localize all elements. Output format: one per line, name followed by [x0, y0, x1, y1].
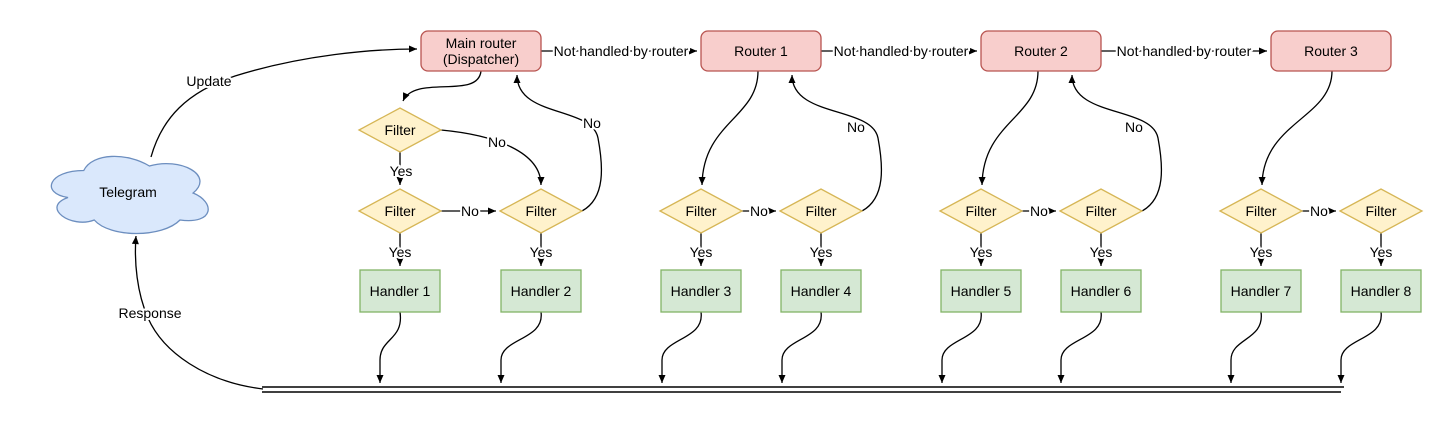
router-1-node [700, 30, 822, 72]
main-router-node [420, 30, 542, 72]
yes-label-filter4: Yes [810, 244, 833, 260]
handler-1-node [359, 269, 441, 313]
filter6-no-return-arrow [1068, 74, 1163, 212]
handler-3-label: Handler 3 [671, 283, 732, 299]
filter-4-label: Filter [805, 203, 836, 219]
handler-7-label: Handler 7 [1231, 283, 1292, 299]
filter-6-label: Filter [1085, 203, 1116, 219]
handler-6-node [1060, 269, 1142, 313]
main-router-label-line1: Main router [446, 35, 517, 51]
router-2-label: Router 2 [1014, 43, 1068, 59]
yes-label-filter1: Yes [389, 244, 412, 260]
handler4-to-bus-arrow [778, 311, 822, 383]
filter2-no-return-arrow [513, 74, 603, 212]
filter-3-label: Filter [685, 203, 716, 219]
filter-diamond-5 [938, 188, 1024, 234]
router-3-label: Router 3 [1304, 43, 1358, 59]
edge-labels: Update Response Not handled by router No… [116, 41, 1394, 323]
no-label-filter0-to-filter2: No [488, 134, 506, 150]
handler8-to-bus-arrow [1337, 311, 1382, 383]
router1-to-filter-arrow [698, 70, 759, 186]
handler-5-node [940, 269, 1022, 313]
handler5-to-bus-arrow [938, 311, 982, 383]
handler-4-label: Handler 4 [791, 283, 852, 299]
main-router-label-line2: (Dispatcher) [443, 51, 519, 67]
filter-diamond-0 [357, 107, 443, 153]
nodes: Telegram Main router (Dispatcher) Router… [50, 30, 1424, 313]
router-3-node [1270, 30, 1392, 72]
yes-label-filter7: Yes [1250, 244, 1273, 260]
router-2-node [980, 30, 1102, 72]
yes-label-filter3: Yes [690, 244, 713, 260]
filter-8-label: Filter [1365, 203, 1396, 219]
filter-diamond-8 [1338, 188, 1424, 234]
handler-7-node [1220, 269, 1302, 313]
handler1-to-bus-arrow [376, 311, 402, 383]
yes-label-filter6: Yes [1090, 244, 1113, 260]
handler3-to-bus-arrow [658, 311, 702, 383]
filter-diamond-2 [498, 188, 584, 234]
update-label: Update [186, 73, 231, 89]
no-label-filter5-to-filter6: No [1030, 203, 1048, 219]
filter-diamond-1 [357, 188, 443, 234]
response-label: Response [118, 305, 181, 321]
handler-8-label: Handler 8 [1351, 283, 1412, 299]
filter-7-label: Filter [1245, 203, 1276, 219]
handler-3-node [660, 269, 742, 313]
not-handled-label-3: Not handled by router [1117, 43, 1252, 59]
response-arrow [131, 235, 264, 390]
handler-1-label: Handler 1 [370, 283, 431, 299]
handler-5-label: Handler 5 [951, 283, 1012, 299]
no-label-filter3-to-filter4: No [750, 203, 768, 219]
yes-label-filter8: Yes [1370, 244, 1393, 260]
router-1-label: Router 1 [734, 43, 788, 59]
not-handled-label-1: Not handled by router [554, 43, 689, 59]
response-bus [262, 386, 1344, 393]
update-arrow [150, 45, 418, 158]
not-handled-label-2: Not handled by router [834, 43, 969, 59]
filter4-no-return-arrow [788, 74, 883, 212]
yes-label-filter5: Yes [970, 244, 993, 260]
yes-label-filter0: Yes [390, 163, 413, 179]
router2-to-filter-arrow [978, 70, 1039, 186]
filter-diamond-7 [1218, 188, 1304, 234]
telegram-cloud [50, 155, 209, 235]
filter-2-label: Filter [525, 203, 556, 219]
handler-2-label: Handler 2 [511, 283, 572, 299]
filter-0-label: Filter [384, 122, 415, 138]
filter-1-label: Filter [384, 203, 415, 219]
no-label-filter2-return: No [583, 115, 601, 131]
no-label-filter7-to-filter8: No [1310, 203, 1328, 219]
handler-2-node [500, 269, 582, 313]
telegram-cloud-label: Telegram [99, 184, 157, 200]
edges [131, 45, 1385, 393]
handler6-to-bus-arrow [1057, 311, 1102, 383]
no-label-filter1-to-filter2: No [461, 203, 479, 219]
handler-8-node [1340, 269, 1422, 313]
handler7-to-bus-arrow [1227, 311, 1262, 383]
filter0-no-arrow [440, 129, 545, 186]
main-router-to-filter-arrow [402, 70, 482, 102]
no-label-filter6-return: No [1125, 119, 1143, 135]
handler-4-node [780, 269, 862, 313]
filter-diamond-3 [658, 188, 744, 234]
no-label-filter4-return: No [847, 119, 865, 135]
handler-6-label: Handler 6 [1071, 283, 1132, 299]
filter-diamond-6 [1058, 188, 1144, 234]
handler2-to-bus-arrow [497, 311, 542, 383]
router3-to-filter-arrow [1258, 70, 1333, 186]
filter-5-label: Filter [965, 203, 996, 219]
filter-diamond-4 [778, 188, 864, 234]
yes-label-filter2: Yes [530, 244, 553, 260]
